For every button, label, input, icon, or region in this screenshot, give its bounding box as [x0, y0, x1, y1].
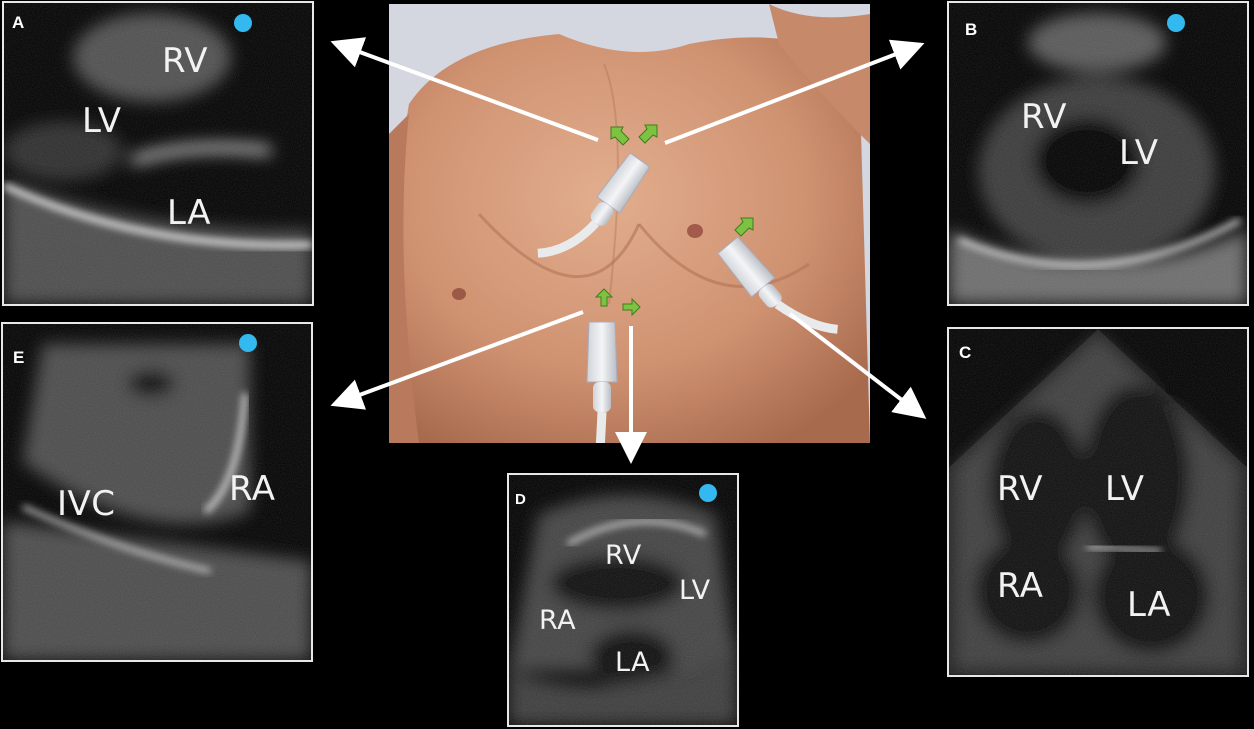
label-lv: LV — [1119, 133, 1159, 173]
echo-panel-e: E IVC RA — [1, 322, 313, 662]
subcostal-four-chamber-image — [509, 475, 737, 725]
green-arrow-icon — [734, 217, 754, 237]
label-la: LA — [615, 647, 651, 678]
panel-letter: D — [515, 491, 526, 508]
parasternal-long-axis-image — [4, 3, 312, 304]
nipple-right — [687, 224, 703, 238]
parasternal-short-axis-image — [949, 3, 1247, 304]
blue-dot-icon — [234, 14, 252, 32]
label-rv: RV — [1021, 97, 1068, 137]
label-rv: RV — [162, 41, 209, 81]
panel-letter: C — [959, 343, 972, 362]
blue-dot-icon — [1167, 14, 1185, 32]
ultrasound-probe-icon — [586, 321, 618, 443]
apical-four-chamber-image — [949, 329, 1247, 675]
nipple-left — [452, 288, 466, 300]
label-ra: RA — [229, 469, 276, 509]
green-arrow-icon — [638, 124, 658, 144]
green-arrow-icon — [594, 288, 614, 307]
label-rv: RV — [605, 540, 642, 571]
label-ivc: IVC — [57, 484, 116, 524]
green-arrow-icon — [622, 297, 641, 317]
panel-letter: A — [12, 13, 25, 32]
subcostal-ivc-image — [3, 324, 311, 660]
green-arrow-icon — [610, 126, 630, 146]
torso-illustration — [389, 4, 870, 443]
chest-photo — [389, 4, 870, 443]
label-rv: RV — [997, 469, 1044, 509]
echo-panel-a: A RV LV LA — [2, 1, 314, 306]
echo-panel-b: B RV LV — [947, 1, 1249, 306]
echo-panel-c: C RV LV RA LA — [947, 327, 1249, 677]
panel-letter: B — [965, 20, 978, 39]
label-la: LA — [167, 193, 211, 233]
ultrasound-probe-icon — [537, 152, 651, 258]
label-ra: RA — [997, 566, 1044, 606]
blue-dot-icon — [239, 334, 257, 352]
panel-letter: E — [13, 348, 25, 367]
echo-panel-d: D RV LV RA LA — [507, 473, 739, 727]
label-ra: RA — [539, 605, 577, 636]
label-la: LA — [1127, 585, 1171, 625]
label-lv: LV — [1105, 469, 1145, 509]
label-lv: LV — [679, 575, 711, 606]
label-lv: LV — [82, 101, 122, 141]
blue-dot-icon — [699, 484, 717, 502]
